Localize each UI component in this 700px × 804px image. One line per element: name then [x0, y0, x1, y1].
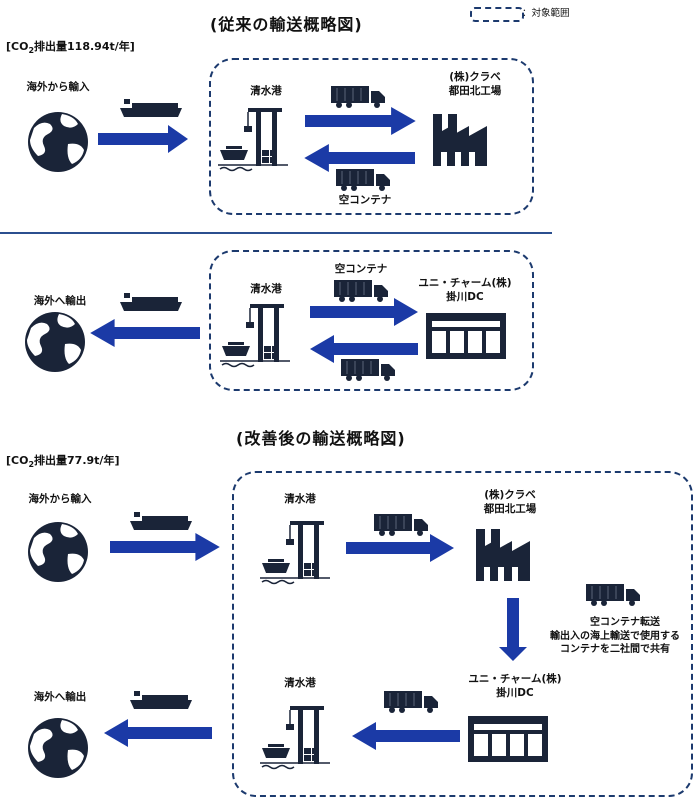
globe-icon-after-import	[28, 522, 88, 582]
before-dc-label: ユニ・チャーム(株) 掛川DC	[418, 277, 512, 303]
truck-icon-before-return	[335, 168, 391, 192]
after-co2: [CO2排出量77.9t/年]	[6, 454, 120, 470]
truck-icon-after-export	[383, 690, 439, 714]
before-dest-label: 海外へ輸出	[33, 295, 87, 307]
after-dc-label: ユニ・チャーム(株) 掛川DC	[468, 673, 562, 699]
before-factory-label: (株)クラベ 都田北工場	[448, 71, 502, 97]
before-return-label: 空コンテナ	[338, 194, 392, 206]
truck-icon-after-outbound	[373, 513, 429, 537]
truck-icon-after-transfer	[585, 583, 641, 607]
before-import-scope	[209, 58, 534, 215]
after-transfer-desc: 輸出入の海上輸送で使用する コンテナを二社間で共有	[550, 631, 680, 655]
after-factory-label: (株)クラベ 都田北工場	[483, 489, 537, 515]
arrow-factory-to-dc	[499, 598, 527, 661]
after-port-out-label: 清水港	[284, 677, 316, 689]
arrow-port-to-factory	[305, 107, 416, 135]
ship-icon-before-export	[120, 293, 182, 311]
after-title: (改善後の輸送概略図)	[236, 429, 406, 448]
after-dest-label: 海外へ輸出	[33, 691, 87, 703]
ship-icon-after-import	[130, 512, 192, 530]
port-icon-before-export	[219, 303, 291, 368]
before-port-label: 清水港	[250, 85, 282, 97]
arrow-after-export-out	[103, 719, 212, 747]
globe-icon-before-import	[28, 112, 88, 172]
after-origin-label: 海外から輸入	[28, 493, 92, 505]
globe-icon-after-export	[28, 718, 88, 778]
factory-icon-before	[433, 114, 487, 166]
legend-dashed-box	[470, 7, 524, 22]
dc-icon-before	[426, 313, 506, 359]
after-scope	[232, 471, 693, 797]
before-outbound-label: 空コンテナ	[334, 263, 388, 275]
arrow-before-export-out	[90, 319, 200, 347]
after-transfer-title: 空コンテナ転送	[590, 617, 660, 628]
ship-icon-after-export	[130, 691, 192, 709]
before-origin-label: 海外から輸入	[26, 81, 90, 93]
truck-icon-before-export	[340, 358, 396, 382]
arrow-after-port-to-factory	[346, 534, 454, 562]
port-icon-after-export	[259, 705, 331, 770]
truck-icon-before-empty	[333, 279, 389, 303]
legend-label: ：対象範囲	[522, 8, 570, 19]
factory-icon-after	[476, 529, 530, 581]
before-co2: [CO2排出量118.94t/年]	[6, 40, 135, 56]
before-export-scope	[209, 250, 534, 391]
before-export-port-label: 清水港	[250, 283, 282, 295]
port-icon-after-import	[259, 520, 331, 585]
ship-icon-before-import	[120, 99, 182, 117]
arrow-after-import-in	[110, 533, 220, 561]
after-port-in-label: 清水港	[284, 493, 316, 505]
section-divider	[0, 232, 552, 234]
arrow-factory-to-port	[304, 144, 415, 172]
port-icon-before-import	[217, 107, 289, 172]
before-title: (従来の輸送概略図)	[210, 15, 363, 34]
dc-icon-after	[468, 716, 548, 762]
arrow-before-import-in	[98, 125, 188, 153]
truck-icon-before-outbound	[330, 85, 386, 109]
arrow-port-to-dc	[310, 298, 418, 326]
globe-icon-before-export	[25, 312, 85, 372]
arrow-dc-to-port	[310, 335, 418, 363]
arrow-after-dc-to-port	[352, 722, 460, 750]
